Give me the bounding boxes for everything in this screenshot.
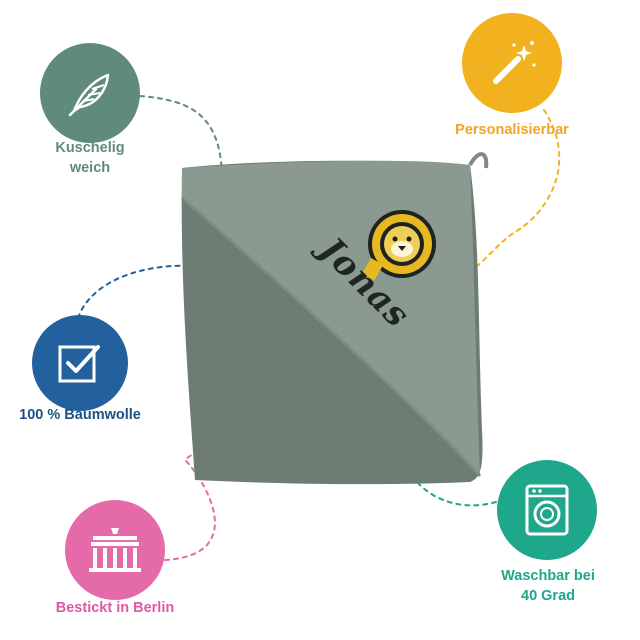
lion-icon: [368, 210, 436, 278]
feather-icon: [68, 73, 110, 117]
soft-label: Kuschelig weich: [55, 140, 125, 176]
soft-badge: [40, 43, 140, 143]
washing-machine-icon: [525, 484, 569, 536]
connector-washable: [397, 439, 497, 507]
cotton-badge: [32, 315, 128, 411]
berlin-badge: [65, 500, 165, 600]
washable-badge: [497, 460, 597, 560]
hanging-loop: [468, 152, 489, 169]
checkbox-icon: [58, 345, 100, 383]
brandenburg-gate-icon: [89, 528, 141, 572]
connector-berlin: [164, 443, 271, 561]
washable-label: Waschbar bei 40 Grad: [501, 568, 595, 604]
personal-badge: [462, 13, 562, 113]
hood-seam: [181, 196, 482, 477]
lion-tail: [362, 258, 384, 281]
magic-wand-icon: [493, 41, 536, 84]
berlin-label: Bestickt in Berlin: [55, 600, 175, 616]
personal-label: Personalisierbar: [455, 122, 569, 138]
cotton-label: 100 % Baumwolle: [19, 407, 141, 423]
connector-soft: [139, 95, 223, 176]
